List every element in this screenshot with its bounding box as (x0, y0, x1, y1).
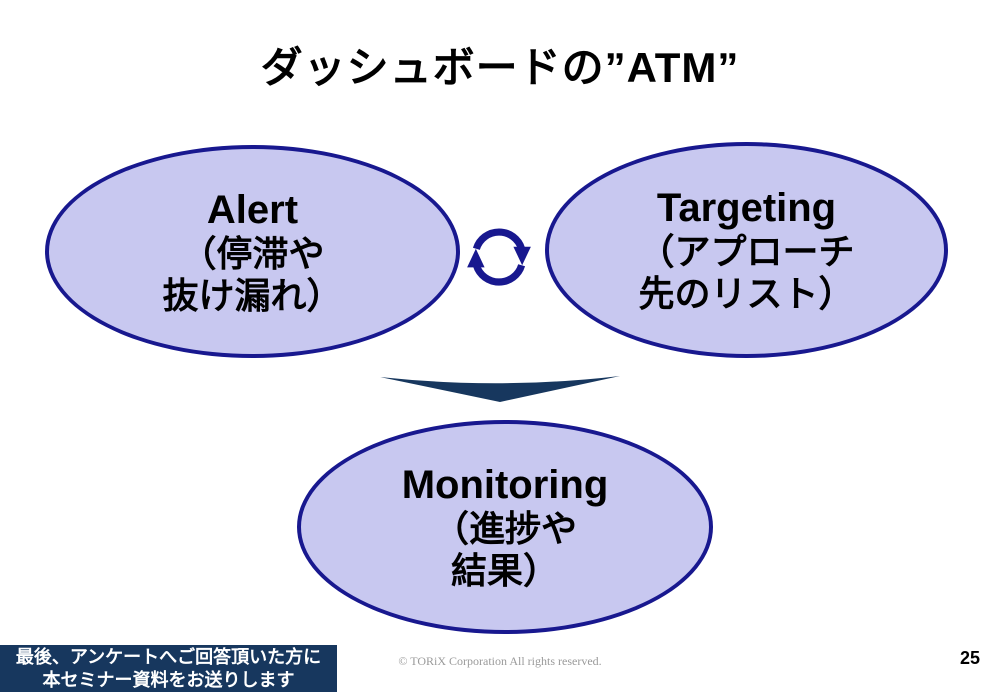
node-targeting-subtitle-line1: （アプローチ (638, 231, 855, 273)
copyright-text: © TORiX Corporation All rights reserved. (398, 654, 602, 668)
node-alert-subtitle-line2: 抜け漏れ） (162, 274, 343, 316)
node-monitoring-subtitle-line2: 結果） (450, 550, 559, 592)
node-alert-subtitle-line1: （停滞や (180, 232, 325, 274)
footer-note-line1: 最後、アンケートへご回答頂いた方に (15, 646, 322, 667)
down-arrow-icon (380, 376, 620, 402)
node-targeting: Targeting （アプローチ 先のリスト） (545, 142, 948, 358)
node-alert: Alert （停滞や 抜け漏れ） (45, 145, 460, 358)
footer-note-box: 最後、アンケートへご回答頂いた方に 本セミナー資料をお送りします (0, 645, 337, 692)
node-monitoring-subtitle-line1: （進捗や (432, 508, 577, 550)
node-monitoring: Monitoring （進捗や 結果） (297, 420, 713, 634)
page-number: 25 (959, 648, 980, 668)
node-targeting-title: Targeting (656, 186, 837, 231)
footer-note-line2: 本セミナー資料をお送りします (42, 669, 295, 690)
page-title: ダッシュボードの”ATM” (260, 44, 740, 91)
node-targeting-subtitle-line2: 先のリスト） (638, 273, 855, 315)
sync-arrows-icon (467, 228, 531, 286)
node-monitoring-title: Monitoring (401, 463, 609, 508)
node-alert-title: Alert (206, 187, 299, 232)
